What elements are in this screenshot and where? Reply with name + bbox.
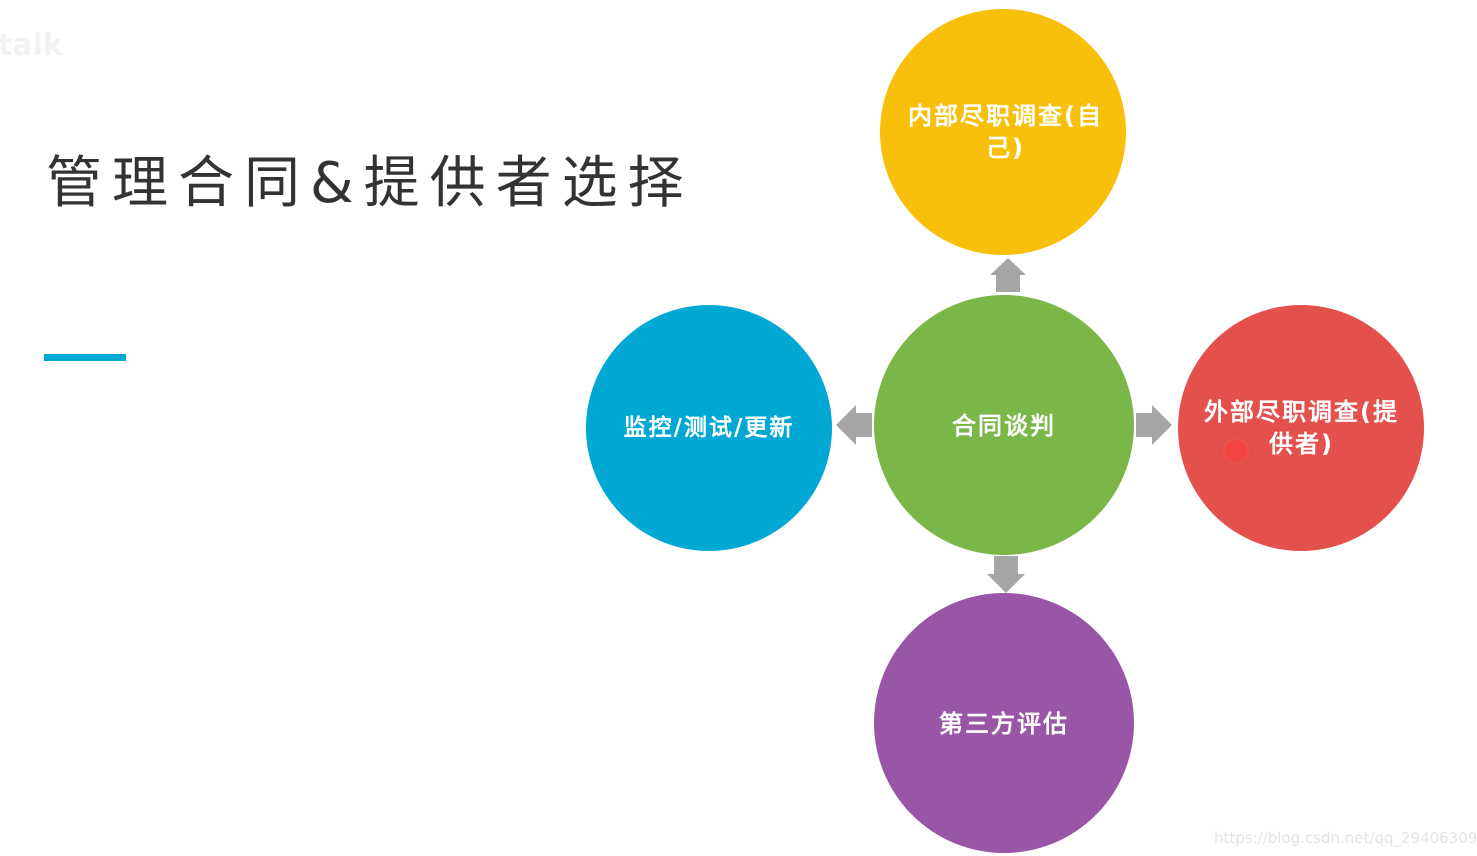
node-center-circle [874,295,1134,555]
node-right-circle [1178,305,1424,551]
arrow-up-icon [990,258,1026,292]
node-bottom-label: 第三方评估 [939,709,1069,738]
arrow-left-icon [836,405,872,445]
source-watermark: https://blog.csdn.net/qq_29406309 [1214,829,1477,847]
pointer-indicator [1225,440,1247,462]
node-left-label: 监控/测试/更新 [623,415,795,442]
corner-logo-text: talk [0,28,63,63]
node-bottom-circle [874,593,1134,853]
title-accent-bar [44,354,126,361]
node-top-label: 内部尽职调查(自己) [908,101,1103,162]
node-right-label: 外部尽职调查(提供者) [1204,397,1399,458]
node-center-label: 合同谈判 [952,411,1056,440]
node-left-circle [586,305,832,551]
arrow-right-icon [1136,405,1172,445]
node-top-circle [880,9,1126,255]
page-title: 管理合同&提供者选择 [46,151,694,216]
arrow-down-icon [987,556,1025,593]
